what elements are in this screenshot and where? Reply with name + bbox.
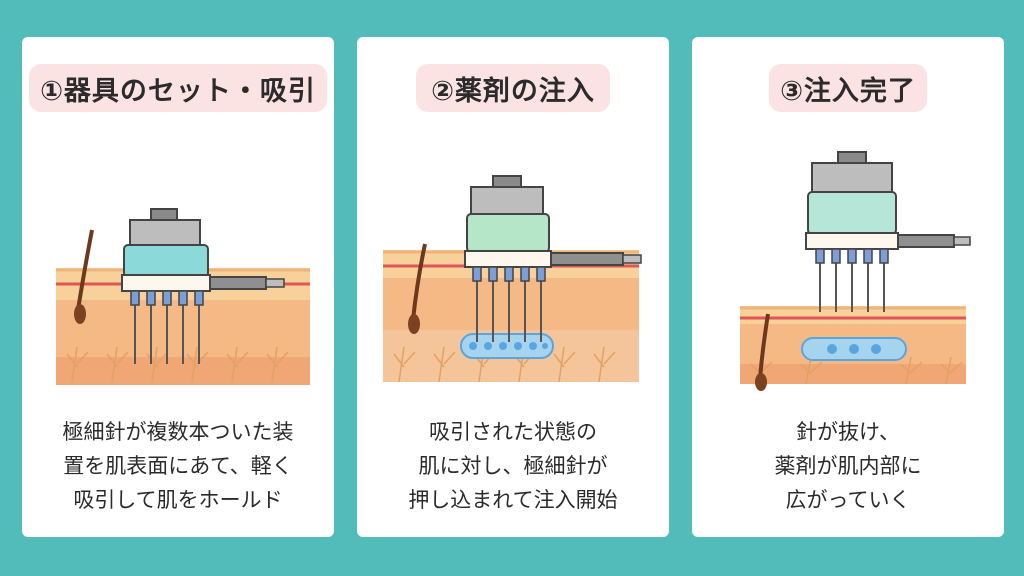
step-1-line-2: 置を肌表面にあて、軽く [63,454,293,478]
step-2-description: 吸引された状態の 肌に対し、極細針が 押し込まれて注入開始 [357,415,669,517]
step-3-line-1: 針が抜け、 [796,420,900,444]
step-1-description: 極細針が複数本ついた装 置を肌表面にあて、軽く 吸引して肌をホールド [22,415,334,517]
step-3-illustration [740,151,971,391]
step-2-line-1: 吸引された状態の [429,420,597,444]
step-1-illustration [56,208,310,385]
step-3-line-2: 薬剤が肌内部に [774,454,922,478]
step-3-description: 針が抜け、 薬剤が肌内部に 広がっていく [692,415,1004,517]
step-3-panel: ③注入完了 [692,37,1004,537]
step-2-line-2: 肌に対し、極細針が [418,454,608,478]
step-2-title: ②薬剤の注入 [416,64,610,112]
step-1-line-3: 吸引して肌をホールド [73,488,283,512]
step-2-illustration [383,175,642,383]
hair-follicle [74,229,94,324]
step-1-title: ①器具のセット・吸引 [29,64,327,112]
microneedle-device [121,208,285,364]
hair-follicle [408,243,427,334]
step-1-panel: ①器具のセット・吸引 [22,37,334,537]
microneedle-device [805,151,971,312]
step-3-title: ③注入完了 [769,64,927,112]
step-2-panel: ②薬剤の注入 [357,37,669,537]
medicine-pool [801,337,907,361]
step-1-line-1: 極細針が複数本ついた装 [62,420,294,444]
medicine-pool [460,333,554,359]
step-3-line-3: 広がっていく [785,488,911,512]
hair-follicle [755,313,770,391]
step-2-line-3: 押し込まれて注入開始 [408,488,618,512]
microneedle-device [464,175,642,342]
